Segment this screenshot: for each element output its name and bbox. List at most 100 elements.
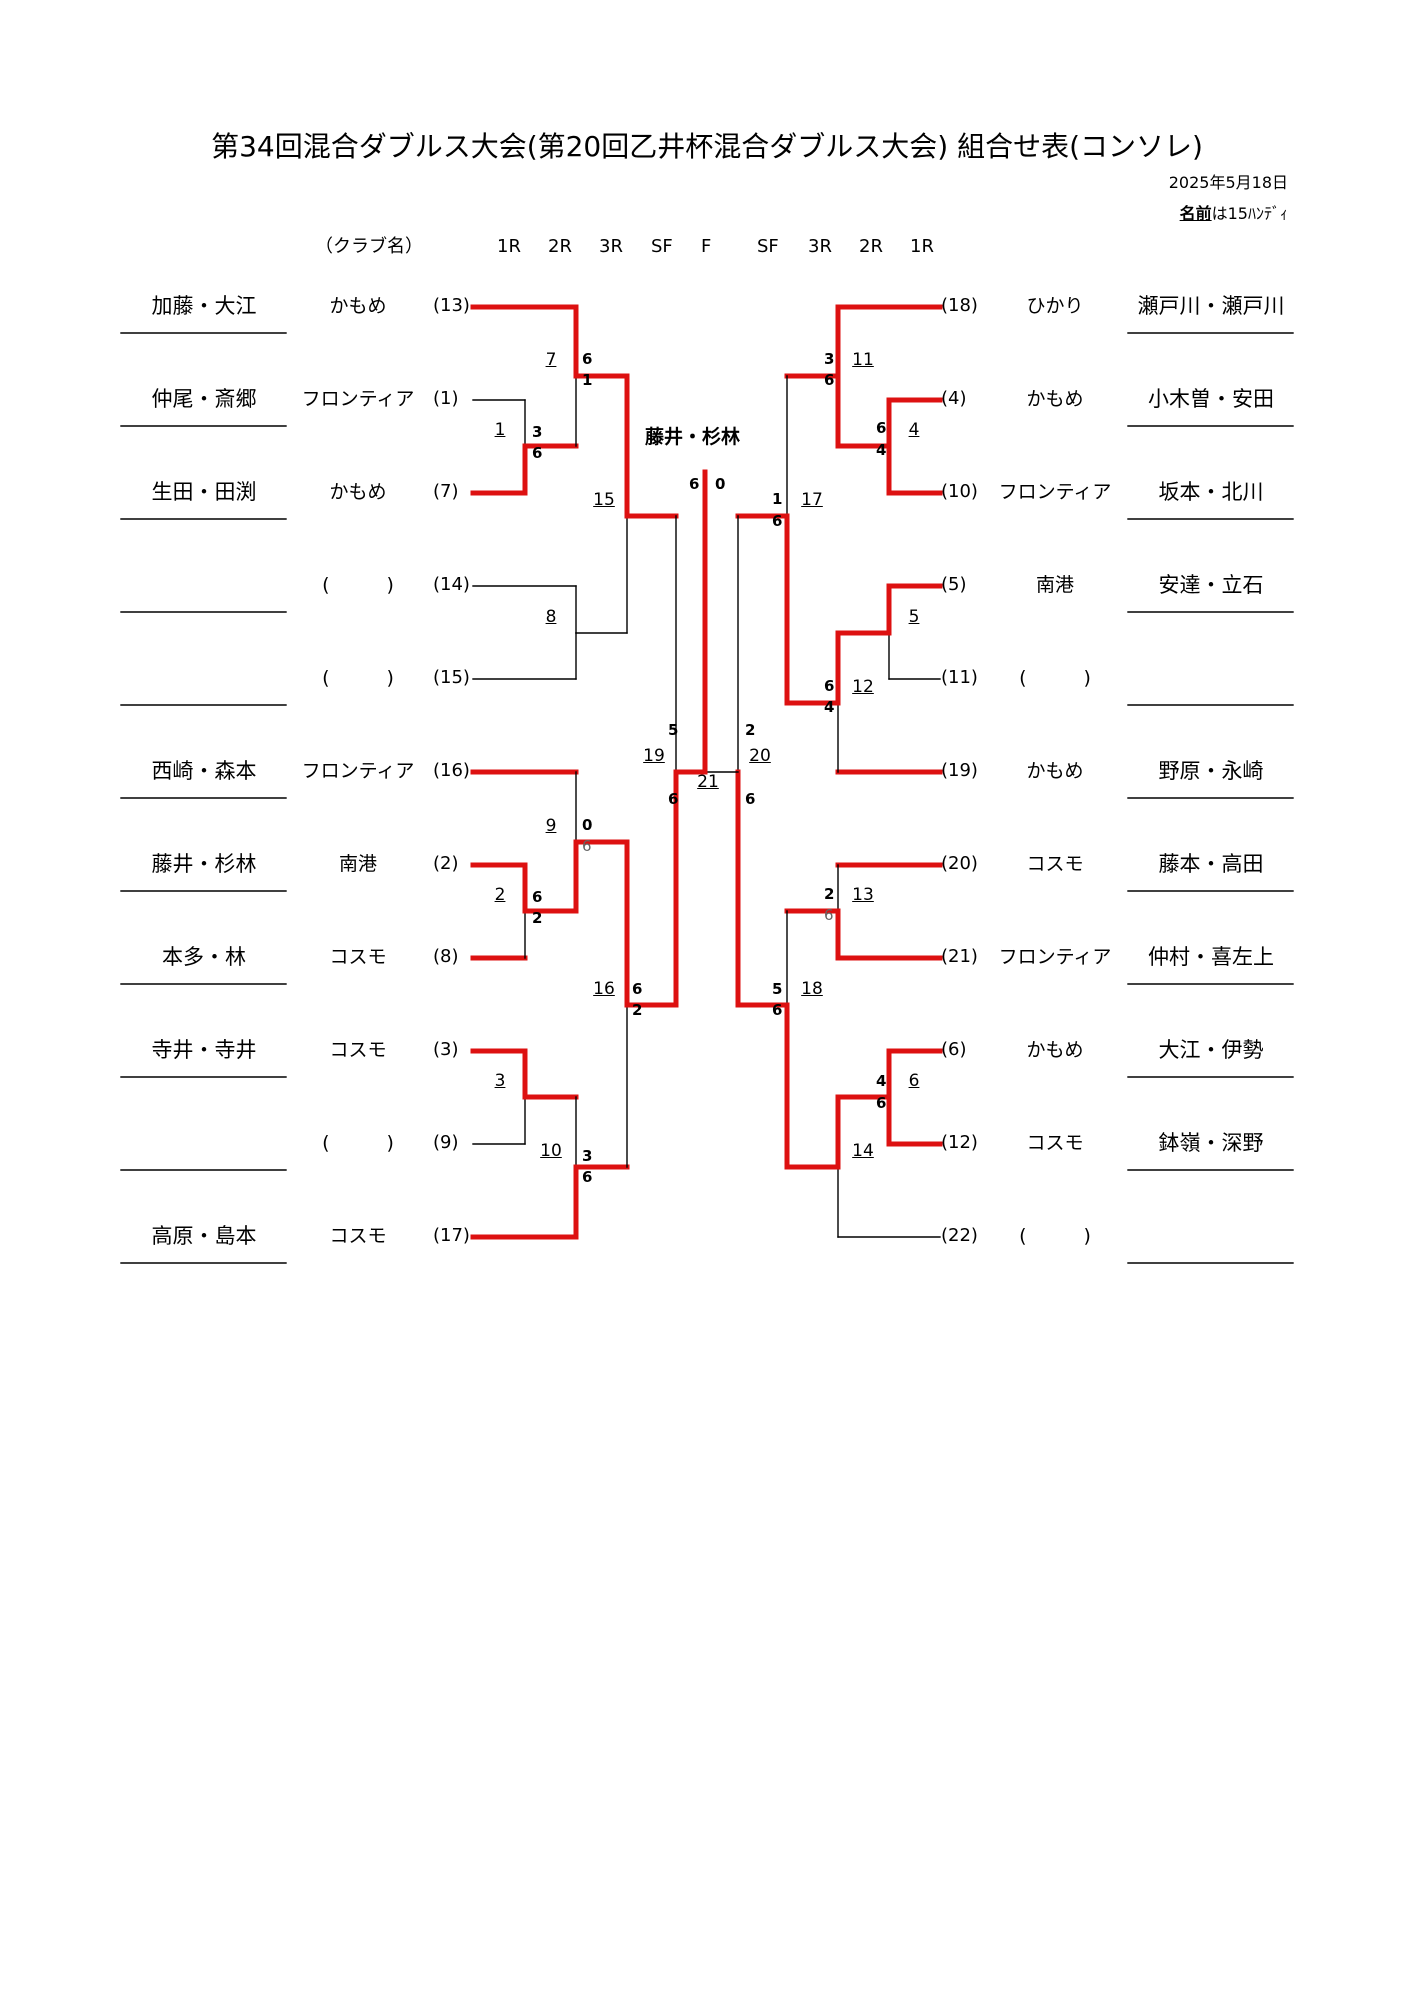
entry-club-left: かもめ xyxy=(329,295,387,317)
entry-seed-right: (18) xyxy=(941,295,978,316)
match-score: 4 xyxy=(876,441,887,459)
entry-name-right: 瀬戸川・瀬戸川 xyxy=(1137,294,1285,318)
final-score-left: 6 xyxy=(689,475,700,493)
entry-seed-left: (7) xyxy=(433,481,459,502)
entry-club-right: 南港 xyxy=(1035,574,1074,596)
round-left-sf: SF xyxy=(651,236,673,257)
entry-club-right: ( ) xyxy=(1019,667,1091,689)
entry-club-left: ( ) xyxy=(322,1132,394,1154)
entry-seed-right: (10) xyxy=(941,481,978,502)
entry-club-left: コスモ xyxy=(329,1039,387,1061)
match-score: 2 xyxy=(532,909,543,927)
entry-seed-right: (11) xyxy=(941,667,978,688)
handicap-note: 名前は15ﾊﾝﾃﾞｨ xyxy=(1180,206,1288,222)
entry-seed-left: (16) xyxy=(433,760,470,781)
note-rest: は15ﾊﾝﾃﾞｨ xyxy=(1211,204,1288,223)
entry-seed-left: (14) xyxy=(433,574,470,595)
entry-name-left: 藤井・杉林 xyxy=(151,852,257,876)
entry-name-left: 寺井・寺井 xyxy=(151,1038,257,1062)
match-number: 1 xyxy=(494,420,506,440)
entry-club-right: フロンティア xyxy=(998,946,1112,968)
match-score: 4 xyxy=(876,1072,887,1090)
match-score: 5 xyxy=(668,721,679,739)
entry-seed-right: (20) xyxy=(941,853,978,874)
entry-seed-left: (15) xyxy=(433,667,470,688)
entry-club-right: かもめ xyxy=(1026,760,1084,782)
match-score: 6 xyxy=(532,444,543,462)
entry-club-left: コスモ xyxy=(329,1225,387,1247)
entry-club-right: フロンティア xyxy=(998,481,1112,503)
match-score: 6 xyxy=(772,512,783,530)
entry-club-left: 南港 xyxy=(338,853,377,875)
match-score: 2 xyxy=(632,1001,643,1019)
match-number: 10 xyxy=(540,1141,562,1161)
match-score: 2 xyxy=(745,721,756,739)
entry-club-right: かもめ xyxy=(1026,1039,1084,1061)
round-left-3r: 3R xyxy=(599,236,623,257)
entry-name-left: 西崎・森本 xyxy=(151,759,257,783)
event-date: 2025年5月18日 xyxy=(1168,173,1288,192)
match-number: 2 xyxy=(494,885,506,905)
match-score: 6 xyxy=(582,1168,593,1186)
entry-seed-right: (21) xyxy=(941,946,978,967)
match-number: 14 xyxy=(852,1141,874,1161)
round-right-2r: 2R xyxy=(859,236,883,257)
entry-club-right: ( ) xyxy=(1019,1225,1091,1247)
entry-seed-left: (3) xyxy=(433,1039,459,1060)
entry-name-right: 大江・伊勢 xyxy=(1158,1038,1264,1062)
match-score: 6 xyxy=(824,371,835,389)
entry-name-left: 高原・島本 xyxy=(151,1224,257,1248)
club-header: （クラブ名） xyxy=(315,236,423,257)
round-right-1r: 1R xyxy=(910,236,934,257)
match-number: 17 xyxy=(801,490,823,510)
match-number: 7 xyxy=(545,350,557,370)
note-bold: 名前 xyxy=(1179,204,1212,223)
match-score: 6 xyxy=(632,980,643,998)
match-number: 20 xyxy=(749,746,771,766)
match-score: 1 xyxy=(772,490,783,508)
entry-club-right: コスモ xyxy=(1026,1132,1084,1154)
entry-name-right: 仲村・喜左上 xyxy=(1148,945,1274,969)
entry-name-right: 安達・立石 xyxy=(1158,573,1264,597)
match-score: 3 xyxy=(582,1147,593,1165)
match-number: 9 xyxy=(545,816,557,836)
round-final: F xyxy=(701,236,712,257)
round-right-sf: SF xyxy=(757,236,779,257)
match-score: 6 xyxy=(582,350,593,368)
match-score: 6 xyxy=(745,790,756,808)
match-score: 3 xyxy=(532,423,543,441)
match-number: 19 xyxy=(643,746,665,766)
entry-name-left: 仲尾・斎郷 xyxy=(151,387,257,411)
match-number: 12 xyxy=(852,677,874,697)
entry-seed-right: (4) xyxy=(941,388,967,409)
match-score: 4 xyxy=(824,698,835,716)
champion-name: 藤井・杉林 xyxy=(645,426,741,448)
match-score: 3 xyxy=(824,350,835,368)
match-number: 16 xyxy=(593,979,615,999)
entry-seed-left: (13) xyxy=(433,295,470,316)
match-score: 6 xyxy=(532,888,543,906)
entry-name-right: 藤本・高田 xyxy=(1158,852,1264,876)
round-left-2r: 2R xyxy=(548,236,572,257)
entry-seed-right: (6) xyxy=(941,1039,967,1060)
entry-seed-right: (22) xyxy=(941,1225,978,1246)
entry-club-left: フロンティア xyxy=(301,760,415,782)
entry-seed-left: (8) xyxy=(433,946,459,967)
entry-club-left: コスモ xyxy=(329,946,387,968)
match-score: 5 xyxy=(772,980,783,998)
match-number: 21 xyxy=(697,772,719,792)
match-number: 8 xyxy=(545,607,557,627)
match-score: 1 xyxy=(582,371,593,389)
entry-name-right: 野原・永崎 xyxy=(1158,759,1264,783)
entry-name-left: 本多・林 xyxy=(162,945,246,969)
entry-seed-left: (2) xyxy=(433,853,459,874)
match-score: 6 xyxy=(824,677,835,695)
entry-club-right: かもめ xyxy=(1026,388,1084,410)
entry-club-left: フロンティア xyxy=(301,388,415,410)
match-number: 3 xyxy=(494,1071,506,1091)
entry-name-left: 生田・田渕 xyxy=(151,480,257,504)
final-score-right: 0 xyxy=(715,475,726,493)
match-number: 11 xyxy=(852,350,874,370)
round-left-1r: 1R xyxy=(497,236,521,257)
